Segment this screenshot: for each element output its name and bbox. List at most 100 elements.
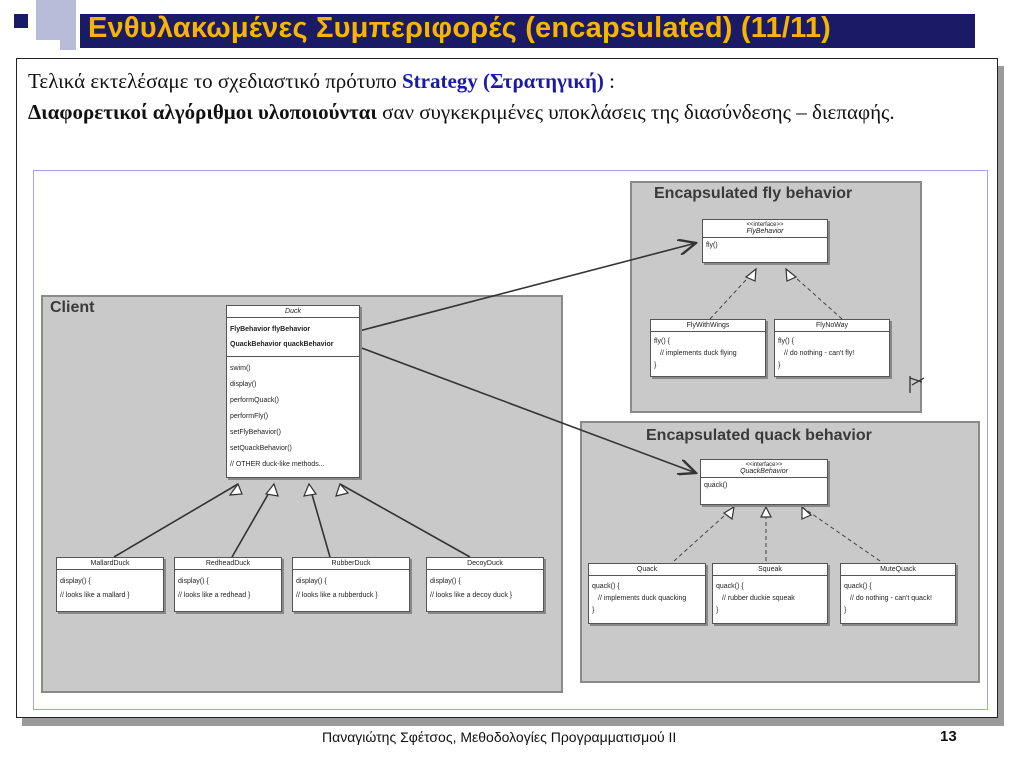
class-body: display() { // looks like a mallard } xyxy=(57,570,163,611)
class-body: fly() { // do nothing - can't fly! } xyxy=(775,332,889,376)
duck-method: setFlyBehavior() xyxy=(230,429,281,436)
client-label: Client xyxy=(50,299,95,316)
code-line: quack() { xyxy=(592,583,620,590)
intro-bold-text: Διαφορετικοί αλγόριθμοι υλοποιούνται xyxy=(28,100,377,124)
code-line: } xyxy=(844,607,847,614)
duck-field: QuackBehavior quackBehavior xyxy=(230,341,334,348)
class-name: MuteQuack xyxy=(841,564,955,576)
inherit-head-redhead xyxy=(264,482,279,497)
code-line: // do nothing - can't quack! xyxy=(850,595,932,602)
interface-method: fly() xyxy=(706,242,718,249)
duck-method: swim() xyxy=(230,365,251,372)
code-line: } xyxy=(654,362,657,369)
interface-method: quack() xyxy=(704,482,728,489)
duck-field: FlyBehavior flyBehavior xyxy=(230,326,311,333)
duck-method: display() xyxy=(230,381,257,388)
inherit-line-decoy xyxy=(339,483,471,558)
interface-stereotype: <<interface>> xyxy=(745,462,783,468)
duck-method: performQuack() xyxy=(230,397,280,404)
corner-square-light-small xyxy=(60,36,76,50)
impl-line-mutequack xyxy=(801,506,881,562)
footer-author-course: Παναγιώτης Σφέτσος, Μεθοδολογίες Προγραμ… xyxy=(322,729,677,745)
class-name: FlyNoWay xyxy=(775,320,889,332)
class-body: quack() { // rubber duckie squeak } xyxy=(713,576,827,623)
inherit-head-decoy xyxy=(335,482,350,497)
class-body: display() { // looks like a redhead } xyxy=(175,570,281,611)
intro-text-2: : xyxy=(603,69,616,93)
quack-group-label: Encapsulated quack behavior xyxy=(646,427,872,444)
code-line: // do nothing - can't fly! xyxy=(784,350,855,357)
class-name: RedheadDuck xyxy=(175,558,281,570)
duck-method: // OTHER duck-like methods... xyxy=(230,461,325,468)
code-line: fly() { xyxy=(654,338,670,345)
code-line: display() { xyxy=(430,578,461,585)
interface-header: <<interface>> FlyBehavior xyxy=(703,220,827,238)
class-name: Quack xyxy=(589,564,705,576)
inherit-line-redhead xyxy=(231,483,275,558)
class-body: quack() { // implements duck quacking } xyxy=(589,576,705,623)
squeak-class: Squeak quack() { // rubber duckie squeak… xyxy=(712,563,828,624)
corner-square-light xyxy=(36,0,76,40)
intro-text-3: σαν συγκεκριμένες υποκλάσεις της διασύνδ… xyxy=(376,100,895,124)
intro-text-1: Τελικά εκτελέσαμε το σχεδιαστικό πρότυπο xyxy=(28,69,402,93)
inherit-line-rubber xyxy=(308,483,331,558)
fly-group-label: Encapsulated fly behavior xyxy=(654,185,853,202)
code-line: display() { xyxy=(296,578,327,585)
title-band xyxy=(80,14,975,48)
interface-header: <<interface>> QuackBehavior xyxy=(701,460,827,478)
code-line: } xyxy=(592,607,595,614)
code-line: // looks like a mallard } xyxy=(60,592,130,599)
impl-line-quack xyxy=(673,506,735,562)
slide-title: Ενθυλακωμένες Συμπεριφορές (encapsulated… xyxy=(88,12,831,44)
impl-head-flywithwings xyxy=(744,267,757,282)
decoyduck-class: DecoyDuck display() { // looks like a de… xyxy=(426,557,544,612)
class-name: FlyWithWings xyxy=(651,320,765,332)
class-name: Squeak xyxy=(713,564,827,576)
interface-name: FlyBehavior xyxy=(746,228,784,235)
code-line: // implements duck flying xyxy=(660,350,737,357)
class-name: DecoyDuck xyxy=(427,558,543,570)
quack-association-arrow xyxy=(358,346,696,473)
inherit-head-mallard xyxy=(228,482,243,496)
code-line: fly() { xyxy=(778,338,794,345)
impl-head-flynoway xyxy=(785,267,798,282)
intro-paragraph: Τελικά εκτελέσαμε το σχεδιαστικό πρότυπο… xyxy=(28,66,988,128)
redheadduck-class: RedheadDuck display() { // looks like a … xyxy=(174,557,282,612)
duck-method: setQuackBehavior() xyxy=(230,445,292,452)
code-line: // implements duck quacking xyxy=(598,595,687,602)
class-body: display() { // looks like a decoy duck } xyxy=(427,570,543,611)
page-number: 13 xyxy=(940,728,957,745)
code-line: // looks like a decoy duck } xyxy=(430,592,513,599)
code-line: quack() { xyxy=(716,583,744,590)
rubberduck-class: RubberDuck display() { // looks like a r… xyxy=(292,557,410,612)
inherit-line-mallard xyxy=(113,483,239,558)
quack-class: Quack quack() { // implements duck quack… xyxy=(588,563,706,624)
duck-class-name: Duck xyxy=(227,306,359,318)
class-name: MallardDuck xyxy=(57,558,163,570)
duck-method: performFly() xyxy=(230,413,269,420)
impl-line-flynoway xyxy=(785,268,843,320)
code-line: display() { xyxy=(60,578,91,585)
impl-head-squeak xyxy=(760,505,772,518)
fly-association-arrow xyxy=(358,243,696,332)
duck-fields: FlyBehavior flyBehavior QuackBehavior qu… xyxy=(227,318,359,357)
duck-methods: swim() display() performQuack() performF… xyxy=(227,357,359,477)
code-line: display() { xyxy=(178,578,209,585)
corner-square-dark xyxy=(14,14,28,28)
interface-methods: quack() xyxy=(701,478,827,504)
code-line: } xyxy=(716,607,719,614)
strategy-uml-diagram: Client Encapsulated fly behavior Encapsu… xyxy=(33,170,988,710)
class-body: fly() { // implements duck flying } xyxy=(651,332,765,376)
strategy-highlight: Strategy (Στρατηγική) xyxy=(401,69,604,93)
code-line: } xyxy=(778,362,781,369)
connector-lines xyxy=(113,171,925,562)
impl-head-mutequack xyxy=(801,505,813,520)
flynoway-class: FlyNoWay fly() { // do nothing - can't f… xyxy=(774,319,890,377)
hand-mark-icon xyxy=(909,376,925,393)
mallardduck-class: MallardDuck display() { // looks like a … xyxy=(56,557,164,612)
duck-class: Duck FlyBehavior flyBehavior QuackBehavi… xyxy=(226,305,360,478)
impl-head-quack xyxy=(722,505,735,521)
inherit-head-rubber xyxy=(303,482,318,497)
flybehavior-interface: <<interface>> FlyBehavior fly() xyxy=(702,219,828,263)
mutequack-class: MuteQuack quack() { // do nothing - can'… xyxy=(840,563,956,624)
